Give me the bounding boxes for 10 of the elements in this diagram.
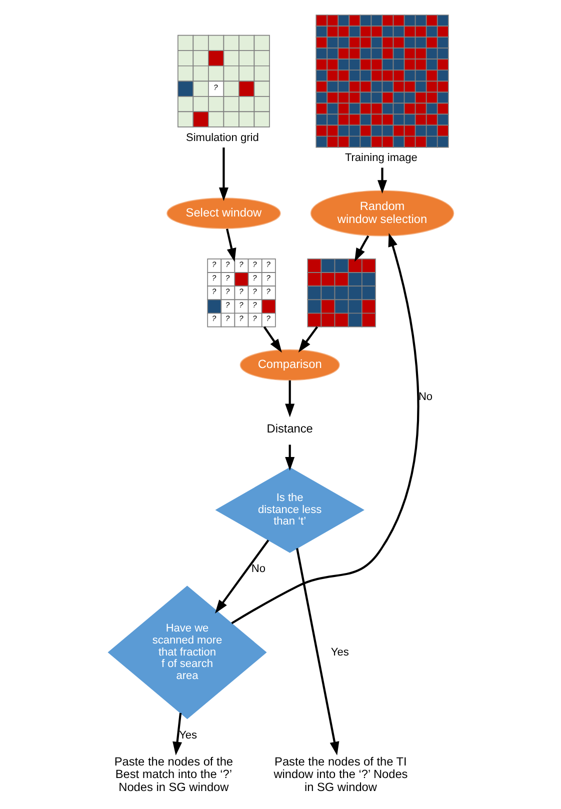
node-text: ? ? ? ? ? ? ? ? ? ? ? ? ? ? ? ? ? ? ? ? ? ? (211, 260, 270, 324)
node-text: Paste the nodes of the Best match into the ‘?’ Nodes in SG window (114, 754, 233, 794)
node-label: Training image (344, 152, 417, 164)
edge-label: No (250, 563, 266, 576)
edge-label: Yes (178, 729, 197, 742)
edge-label: No (418, 391, 432, 404)
edge-label: Yes (330, 646, 348, 658)
node-text: Paste the nodes of the TI window into the ‘?’ Nodes in SG window (273, 754, 408, 794)
node-text: Distance (266, 422, 312, 436)
node-label: Simulation grid (185, 132, 258, 144)
